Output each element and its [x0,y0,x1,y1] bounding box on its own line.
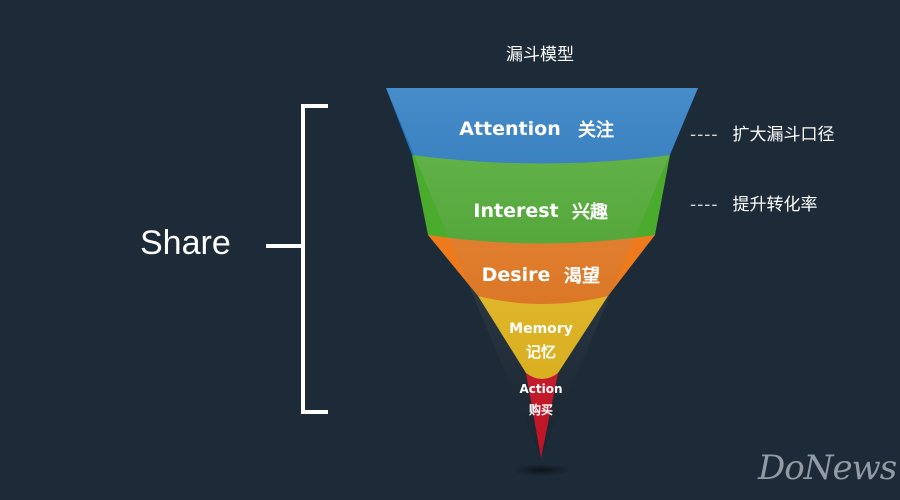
stage-label-attention: Attention 关注 [459,118,614,141]
stage-cn-desire: 渴望 [564,265,600,287]
stage-name-interest: Interest [473,200,558,222]
watermark-logo: DoNews [758,448,897,488]
stage-label-interest: Interest 兴趣 [473,200,609,223]
note-text: 提升转化率 [732,195,818,215]
stage-name-memory: Memory [509,321,573,337]
share-label: Share [140,224,231,262]
stage-cn-interest: 兴趣 [572,202,609,223]
stage-label-action: Action 购买 [519,382,562,417]
bracket-shape [301,104,328,414]
funnel-gloss [386,88,698,458]
stage-cn-memory: 记忆 [526,343,556,361]
diagram-title: 漏斗模型 [506,45,574,65]
stage-name-action: Action [519,382,562,396]
stage-label-desire: Desire 渴望 [482,264,600,287]
share-bracket [266,104,328,414]
stage-name-attention: Attention [459,118,560,140]
stage-name-desire: Desire [482,264,551,286]
note-dash: ---- [690,125,719,145]
note-text: 扩大漏斗口径 [732,125,835,145]
funnel-shadow [511,464,571,476]
stage-cn-attention: 关注 [578,119,614,141]
note-conversion: ---- 提升转化率 [690,190,818,215]
note-expand: ---- 扩大漏斗口径 [690,120,835,145]
stage-label-memory: Memory 记忆 [509,321,573,361]
note-dash: ---- [690,195,719,215]
stage-cn-action: 购买 [529,402,553,417]
